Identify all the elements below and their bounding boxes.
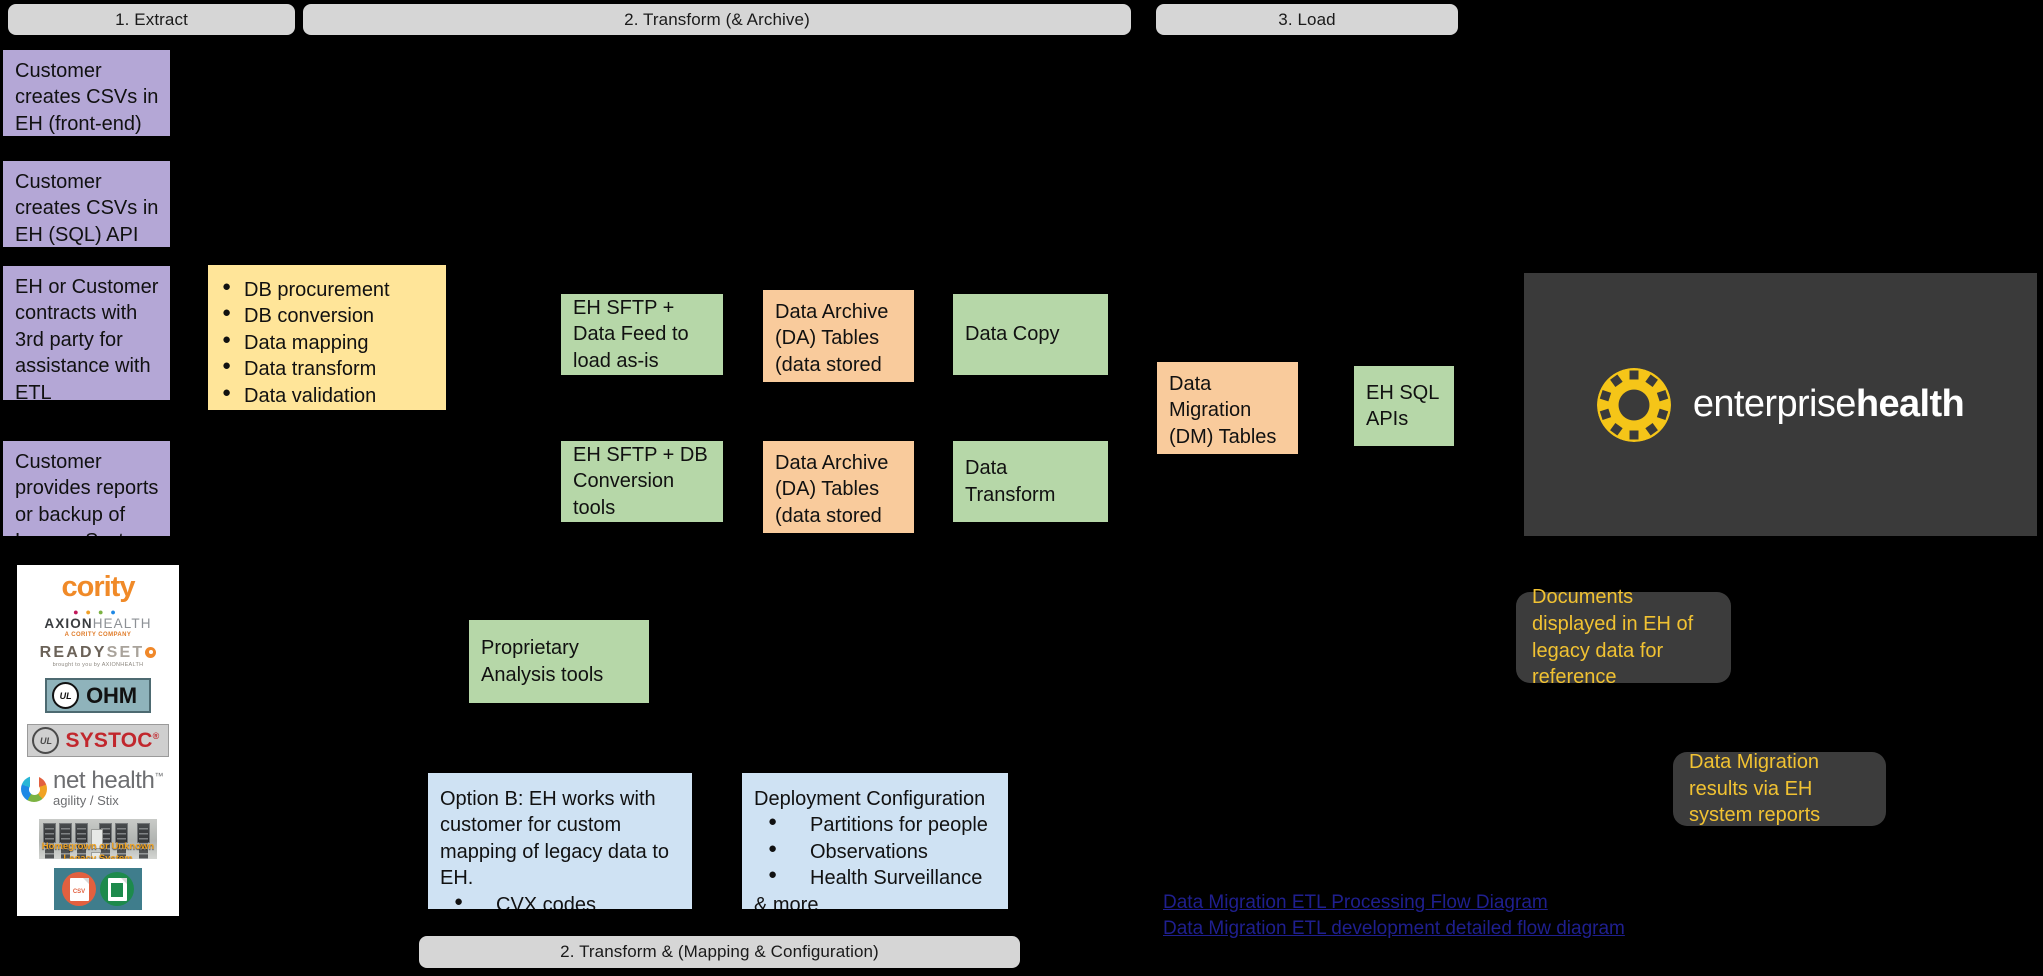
nethealth-ring-icon xyxy=(21,776,47,802)
legacy-system-photo: Homegrown or Unknown Legacy System xyxy=(39,819,157,859)
deployment-config-list: Partitions for people Observations Healt… xyxy=(754,811,998,891)
excel-file-icon xyxy=(100,872,134,906)
deployment-config-item: Health Surveillance xyxy=(768,864,998,891)
nethealth-tm-mark: ™ xyxy=(154,771,164,781)
readyset-wordmark: READYSET xyxy=(39,643,157,661)
readyset-ready: READY xyxy=(39,643,107,661)
nethealth-name-text: net health xyxy=(53,767,155,794)
axionhealth-subtitle: A CORITY COMPANY xyxy=(64,631,132,638)
third-party-item: DB conversion xyxy=(222,302,436,329)
transform-box-data-archive-1-text: Data Archive (DA) Tables (data stored lo… xyxy=(775,301,893,382)
legacy-vendor-logo-stack: cority ●●●● AXIONHEALTH A CORITY COMPANY… xyxy=(17,565,179,916)
ohm-wordmark: OHM xyxy=(86,682,137,708)
third-party-services-list: DB procurement DB conversion Data mappin… xyxy=(220,276,436,410)
link-etl-processing-flow-diagram[interactable]: Data Migration ETL Processing Flow Diagr… xyxy=(1163,892,1548,913)
third-party-item: Data transform xyxy=(222,355,436,382)
extract-box-third-party-contract-text: EH or Customer contracts with 3rd party … xyxy=(15,276,159,400)
systoc-registered-mark: ® xyxy=(152,730,160,741)
csv-file-icon-label: CSV xyxy=(72,888,86,895)
readyset-dot-icon xyxy=(145,646,157,658)
readyset-logo: READYSET brought to you by AXIONHEALTH xyxy=(39,643,157,669)
cority-logo: cority xyxy=(61,571,136,603)
load-box-dm-tables-text: Data Migration (DM) Tables (data staged … xyxy=(1169,373,1280,454)
transform-box-data-transform: Data Transform xyxy=(953,441,1108,522)
phase-bar-load: 3. Load xyxy=(1156,4,1458,35)
transform-box-data-copy: Data Copy xyxy=(953,294,1108,375)
callout-documents-displayed: Documents displayed in EH of legacy data… xyxy=(1516,586,1731,688)
axionhealth-wordmark: AXIONHEALTH xyxy=(44,617,151,631)
transform-box-sftp-data-feed-text: EH SFTP + Data Feed to load as-is xyxy=(573,296,689,372)
ul-certification-icon: UL xyxy=(32,727,60,754)
callout-documents-displayed-text: Documents displayed in EH of legacy data… xyxy=(1532,585,1694,689)
phase-bar-transform-mapping: 2. Transform & (Mapping & Configuration) xyxy=(419,936,1020,968)
deployment-config-item: Partitions for people xyxy=(768,811,998,838)
nethealth-name: net health™ xyxy=(53,767,163,794)
deployment-config-heading: Deployment Configuration xyxy=(754,788,986,810)
extract-box-third-party-contract: EH or Customer contracts with 3rd party … xyxy=(3,266,170,400)
ohm-logo: UL OHM xyxy=(45,678,151,713)
extract-box-csv-frontend-text: Customer creates CSVs in EH (front-end) … xyxy=(15,60,159,135)
ul-certification-icon: UL xyxy=(52,682,80,709)
axionhealth-bold-part: AXION xyxy=(44,616,93,631)
axionhealth-light-part: HEALTH xyxy=(92,616,152,631)
enterprise-health-brand-panel: enterprisehealth xyxy=(1524,273,2037,536)
phase-bar-transform-archive-label: 2. Transform (& Archive) xyxy=(624,9,810,29)
extract-box-csv-sql-text: Customer creates CSVs in EH (SQL) API fo… xyxy=(15,171,159,246)
enterprise-health-wordmark: enterprisehealth xyxy=(1692,383,1965,426)
transform-box-data-copy-text: Data Copy xyxy=(965,323,1060,346)
mapping-box-option-b-list: CVX codes Observations xyxy=(440,891,682,909)
transform-box-data-archive-2: Data Archive (DA) Tables (data stored lo… xyxy=(763,441,914,533)
transform-box-sftp-data-feed: EH SFTP + Data Feed to load as-is xyxy=(561,294,723,375)
mapping-box-deployment-configuration: Deployment Configuration Partitions for … xyxy=(742,773,1008,909)
enterprise-health-sun-icon xyxy=(1596,367,1671,442)
extract-box-reports-backup-text: Customer provides reports or backup of L… xyxy=(15,451,159,536)
related-diagram-links: Data Migration ETL Processing Flow Diagr… xyxy=(1163,890,1633,941)
nethealth-logo: net health™ agility / Stix xyxy=(21,769,175,809)
transform-box-proprietary-analysis-tools: Proprietary Analysis tools xyxy=(469,620,649,703)
systoc-text: SYSTOC xyxy=(65,728,153,752)
legacy-system-photo-caption: Homegrown or Unknown Legacy System xyxy=(41,841,155,859)
phase-bar-transform-archive: 2. Transform (& Archive) xyxy=(303,4,1131,35)
nethealth-tagline: agility / Stix xyxy=(53,793,119,808)
axionhealth-dots-icon: ●●●● xyxy=(73,607,123,617)
extract-box-csv-frontend: Customer creates CSVs in EH (front-end) … xyxy=(3,50,170,136)
callout-dm-results: Data Migration results via EH system rep… xyxy=(1673,750,1886,827)
extract-box-csv-sql: Customer creates CSVs in EH (SQL) API fo… xyxy=(3,161,170,247)
phase-bar-extract-label: 1. Extract xyxy=(115,9,188,29)
mapping-box-option-b: Option B: EH works with customer for cus… xyxy=(428,773,692,909)
phase-bar-load-label: 3. Load xyxy=(1278,9,1336,29)
load-box-dm-tables: Data Migration (DM) Tables (data staged … xyxy=(1157,362,1298,454)
readyset-subtitle: brought to you by AXIONHEALTH xyxy=(52,661,144,668)
transform-box-data-transform-text: Data Transform xyxy=(965,457,1056,506)
deployment-config-item: Observations xyxy=(768,838,998,865)
deployment-config-footer: & more xyxy=(754,893,819,909)
third-party-services-box: DB procurement DB conversion Data mappin… xyxy=(208,265,446,410)
nethealth-wordmark: net health™ agility / Stix xyxy=(53,769,175,809)
systoc-logo: UL SYSTOC® xyxy=(27,724,169,757)
mapping-box-option-b-heading: Option B: EH works with customer for cus… xyxy=(440,788,670,890)
third-party-item: DB procurement xyxy=(222,276,436,303)
file-format-icons: CSV xyxy=(54,868,142,910)
third-party-item: Data validation assistance xyxy=(222,382,436,410)
transform-box-sftp-db-conversion: EH SFTP + DB Conversion tools xyxy=(561,441,723,522)
link-etl-development-detailed-flow-diagram[interactable]: Data Migration ETL development detailed … xyxy=(1163,917,1625,939)
phase-bar-transform-mapping-label: 2. Transform & (Mapping & Configuration) xyxy=(560,942,879,961)
transform-box-sftp-db-conversion-text: EH SFTP + DB Conversion tools xyxy=(573,443,708,519)
axionhealth-logo: ●●●● AXIONHEALTH A CORITY COMPANY xyxy=(44,608,151,638)
mapping-option-b-item: CVX codes xyxy=(454,891,682,909)
load-box-eh-sql-apis: EH SQL APIs xyxy=(1354,366,1454,446)
third-party-item: Data mapping xyxy=(222,329,436,356)
transform-box-data-archive-2-text: Data Archive (DA) Tables (data stored lo… xyxy=(775,452,893,533)
callout-dm-results-text: Data Migration results via EH system rep… xyxy=(1689,750,1821,827)
systoc-wordmark: SYSTOC® xyxy=(65,729,159,753)
transform-box-data-archive-1: Data Archive (DA) Tables (data stored lo… xyxy=(763,290,914,382)
enterprise-health-word-bold: health xyxy=(1855,383,1965,425)
readyset-set: SET xyxy=(106,643,145,661)
load-box-eh-sql-apis-text: EH SQL APIs xyxy=(1366,381,1439,430)
csv-file-icon: CSV xyxy=(62,872,96,906)
transform-box-proprietary-analysis-tools-text: Proprietary Analysis tools xyxy=(481,637,604,686)
enterprise-health-word-light: enterprise xyxy=(1692,383,1857,425)
extract-box-reports-backup: Customer provides reports or backup of L… xyxy=(3,441,170,536)
phase-bar-extract: 1. Extract xyxy=(8,4,295,35)
